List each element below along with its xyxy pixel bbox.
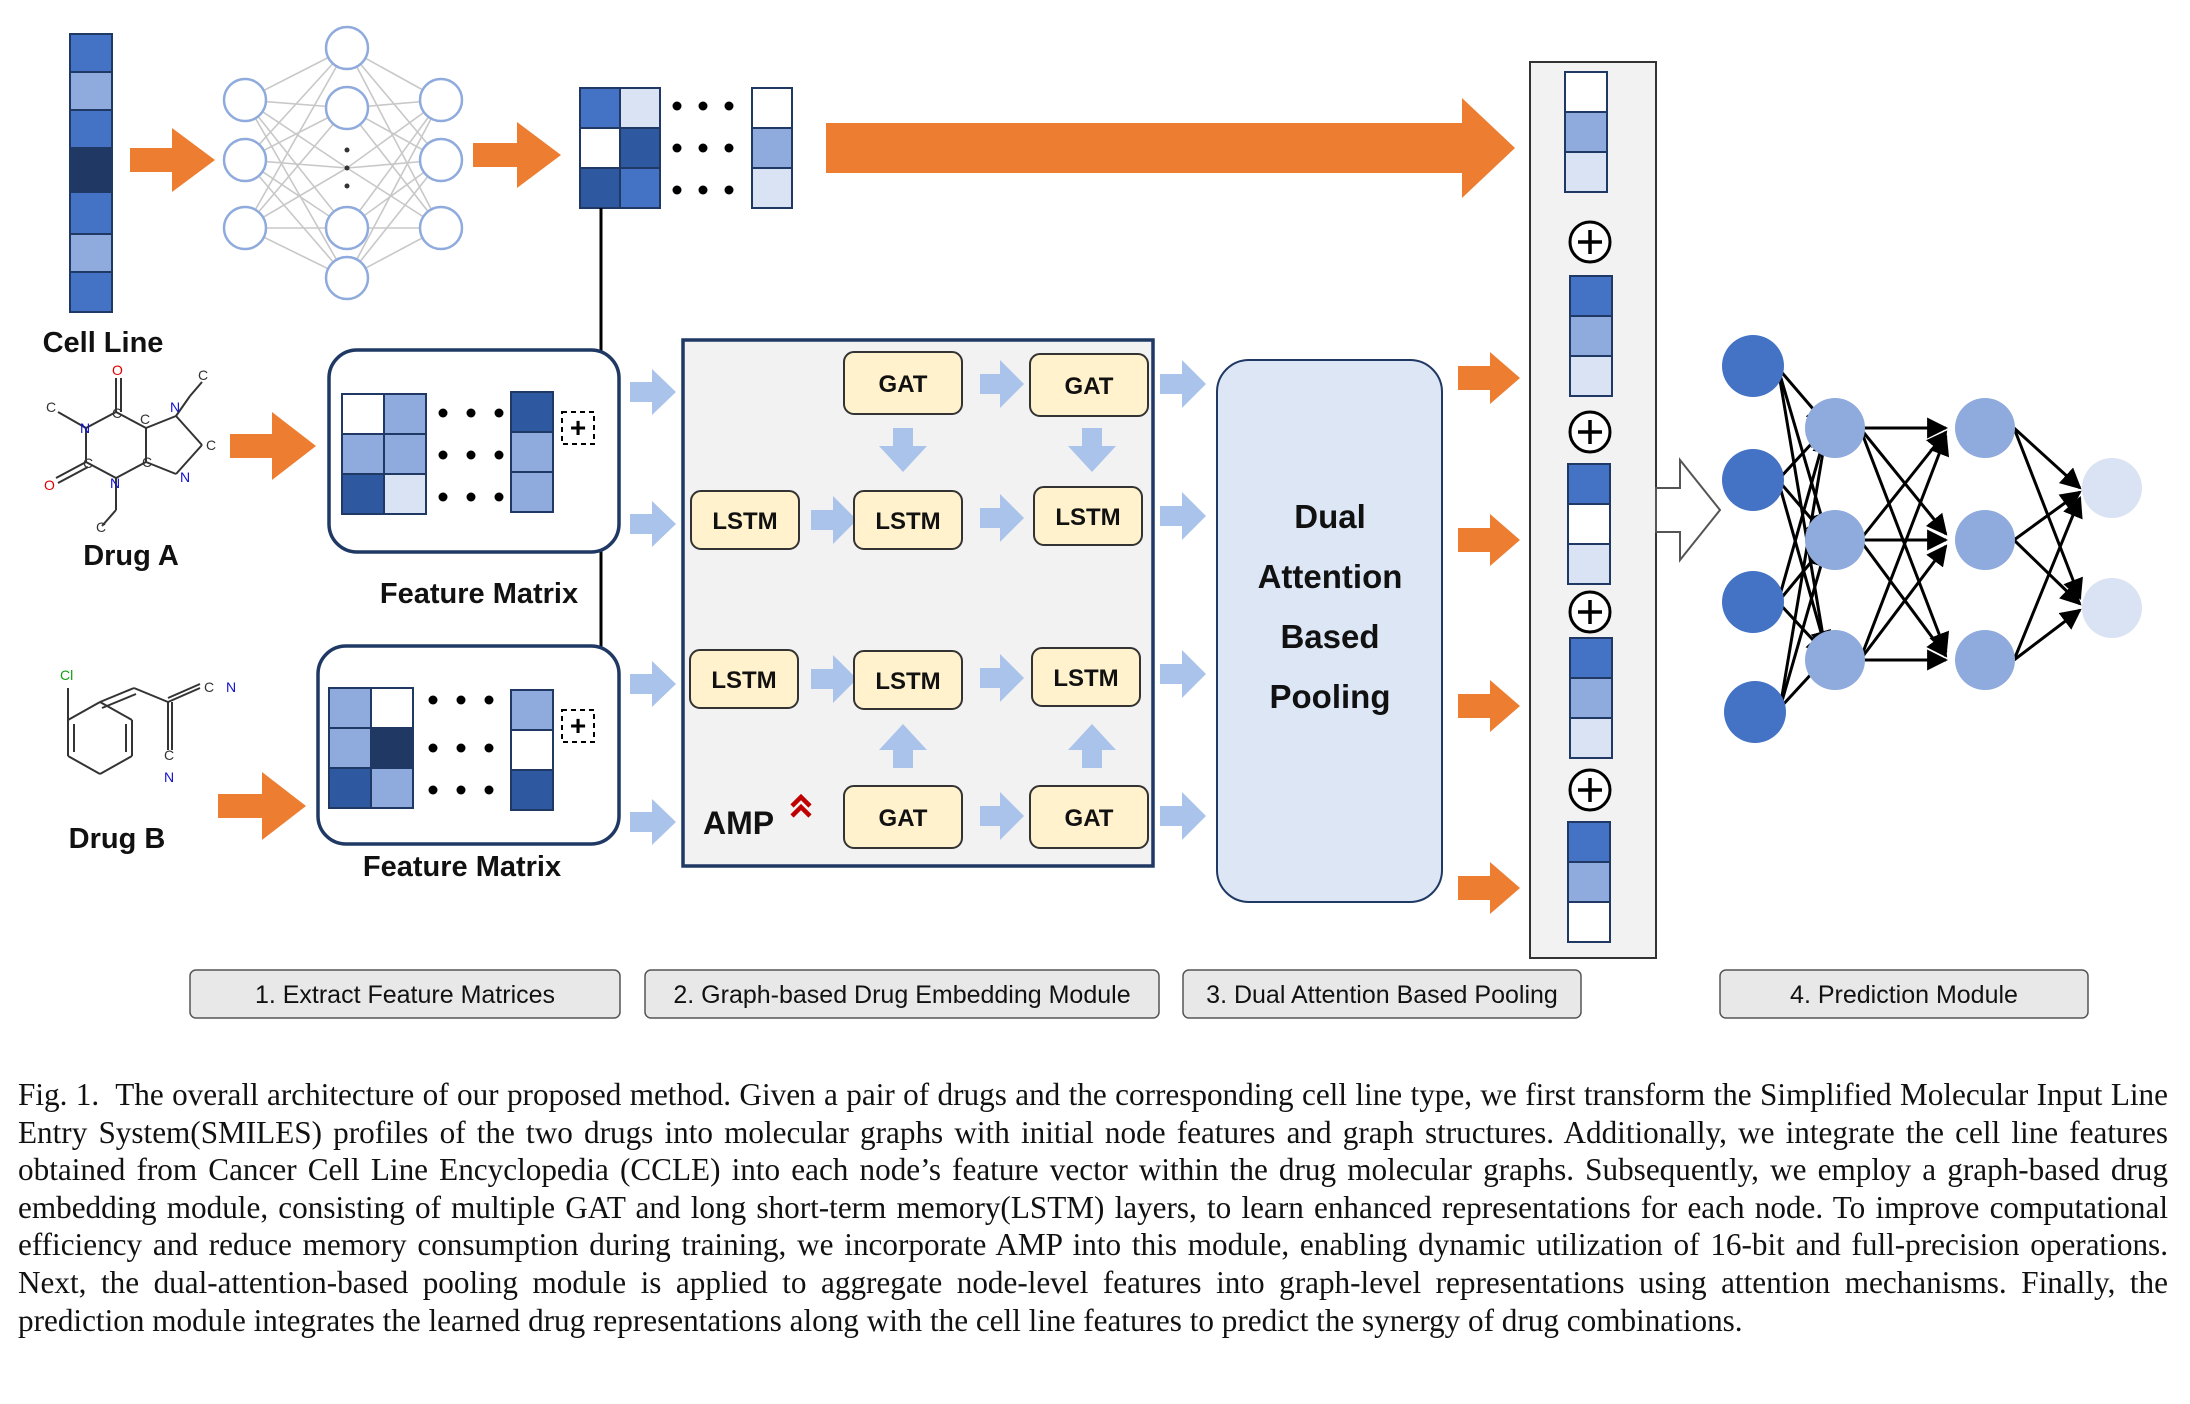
svg-text:C: C	[46, 399, 56, 415]
drug-a-label: Drug A	[83, 540, 179, 572]
embedding-module: GAT GAT LSTM LSTM LSTM LSTM LSTM LSTM GA…	[681, 338, 1155, 868]
svg-text:Based: Based	[1280, 618, 1379, 655]
lstm-layer-a2: LSTM	[875, 508, 940, 535]
concat-column	[1529, 61, 1657, 959]
stage-4-label: 4. Prediction Module	[1790, 981, 2018, 1009]
arrow-cell-to-mlp	[130, 128, 215, 192]
feature-matrix-b-label: Feature Matrix	[363, 851, 561, 883]
svg-text:+: +	[570, 412, 586, 443]
amp-chevron-icon	[790, 793, 812, 818]
caption-text: The overall architecture of our proposed…	[18, 1077, 2168, 1338]
svg-text:C: C	[206, 437, 216, 453]
drug-b-label: Drug B	[69, 823, 166, 855]
figure-caption: Fig. 1.The overall architecture of our p…	[18, 1076, 2168, 1339]
lstm-layer-a3: LSTM	[1055, 504, 1120, 531]
arrow-drug-a	[230, 412, 316, 480]
feature-matrix-a-label: Feature Matrix	[380, 578, 578, 610]
svg-text:N: N	[180, 469, 190, 485]
cell-line-label: Cell Line	[43, 327, 164, 359]
lstm-layer-b2: LSTM	[875, 668, 940, 695]
arrow-mlp-to-embedding	[473, 122, 561, 188]
caption-label: Fig. 1.	[18, 1077, 100, 1112]
svg-text:Pooling: Pooling	[1270, 678, 1391, 715]
svg-text:C: C	[198, 367, 208, 383]
svg-text:C: C	[204, 679, 214, 695]
svg-text:Dual: Dual	[1294, 498, 1366, 535]
arrow-drug-b	[218, 772, 306, 840]
svg-text:C: C	[83, 455, 93, 471]
svg-text:C: C	[142, 454, 152, 470]
arrows-into-embedding	[630, 369, 676, 845]
svg-text:Cl: Cl	[60, 667, 73, 683]
feature-matrix-a: +	[327, 348, 621, 554]
cell-line-vector	[69, 33, 113, 313]
cell-line-mlp	[222, 25, 464, 301]
pooling-module: Dual Attention Based Pooling	[1216, 359, 1443, 903]
svg-text:Attention: Attention	[1258, 558, 1403, 595]
gat-layer-4: GAT	[1065, 805, 1114, 832]
svg-text:O: O	[44, 477, 55, 493]
drug-a-molecule: O O N N N N C C C C C C C C	[44, 362, 216, 535]
svg-text:N: N	[164, 769, 174, 785]
stage-2-label: 2. Graph-based Drug Embedding Module	[673, 981, 1130, 1009]
svg-text:C: C	[140, 411, 150, 427]
feature-matrix-b: +	[316, 644, 621, 846]
lstm-layer-b3: LSTM	[1053, 665, 1118, 692]
gat-layer-2: GAT	[1065, 373, 1114, 400]
gat-layer-1: GAT	[879, 371, 928, 398]
amp-label: AMP	[703, 805, 774, 841]
svg-text:N: N	[110, 475, 120, 491]
cell-embedding-matrix	[579, 87, 793, 209]
svg-text:C: C	[164, 747, 174, 763]
stage-3-label: 3. Dual Attention Based Pooling	[1206, 981, 1558, 1009]
arrow-concat-to-prediction	[1655, 457, 1722, 563]
lstm-layer-a1: LSTM	[712, 508, 777, 535]
gat-layer-3: GAT	[879, 805, 928, 832]
prediction-network	[1722, 335, 2142, 743]
drug-b-molecule: Cl N N C C	[60, 667, 236, 785]
svg-text:N: N	[80, 420, 90, 436]
stage-labels: 1. Extract Feature Matrices 2. Graph-bas…	[189, 969, 2089, 1019]
arrows-into-concat	[1458, 352, 1520, 914]
svg-text:N: N	[170, 399, 180, 415]
svg-text:C: C	[96, 519, 106, 535]
lstm-layer-b1: LSTM	[711, 667, 776, 694]
svg-text:O: O	[112, 362, 123, 378]
svg-text:+: +	[570, 710, 586, 741]
svg-text:N: N	[226, 679, 236, 695]
arrow-cell-to-concat	[826, 98, 1515, 198]
stage-1-label: 1. Extract Feature Matrices	[255, 981, 555, 1009]
svg-text:C: C	[112, 405, 122, 421]
arrows-into-pooling	[1160, 360, 1206, 840]
architecture-diagram: Cell Line	[43, 25, 2142, 1019]
